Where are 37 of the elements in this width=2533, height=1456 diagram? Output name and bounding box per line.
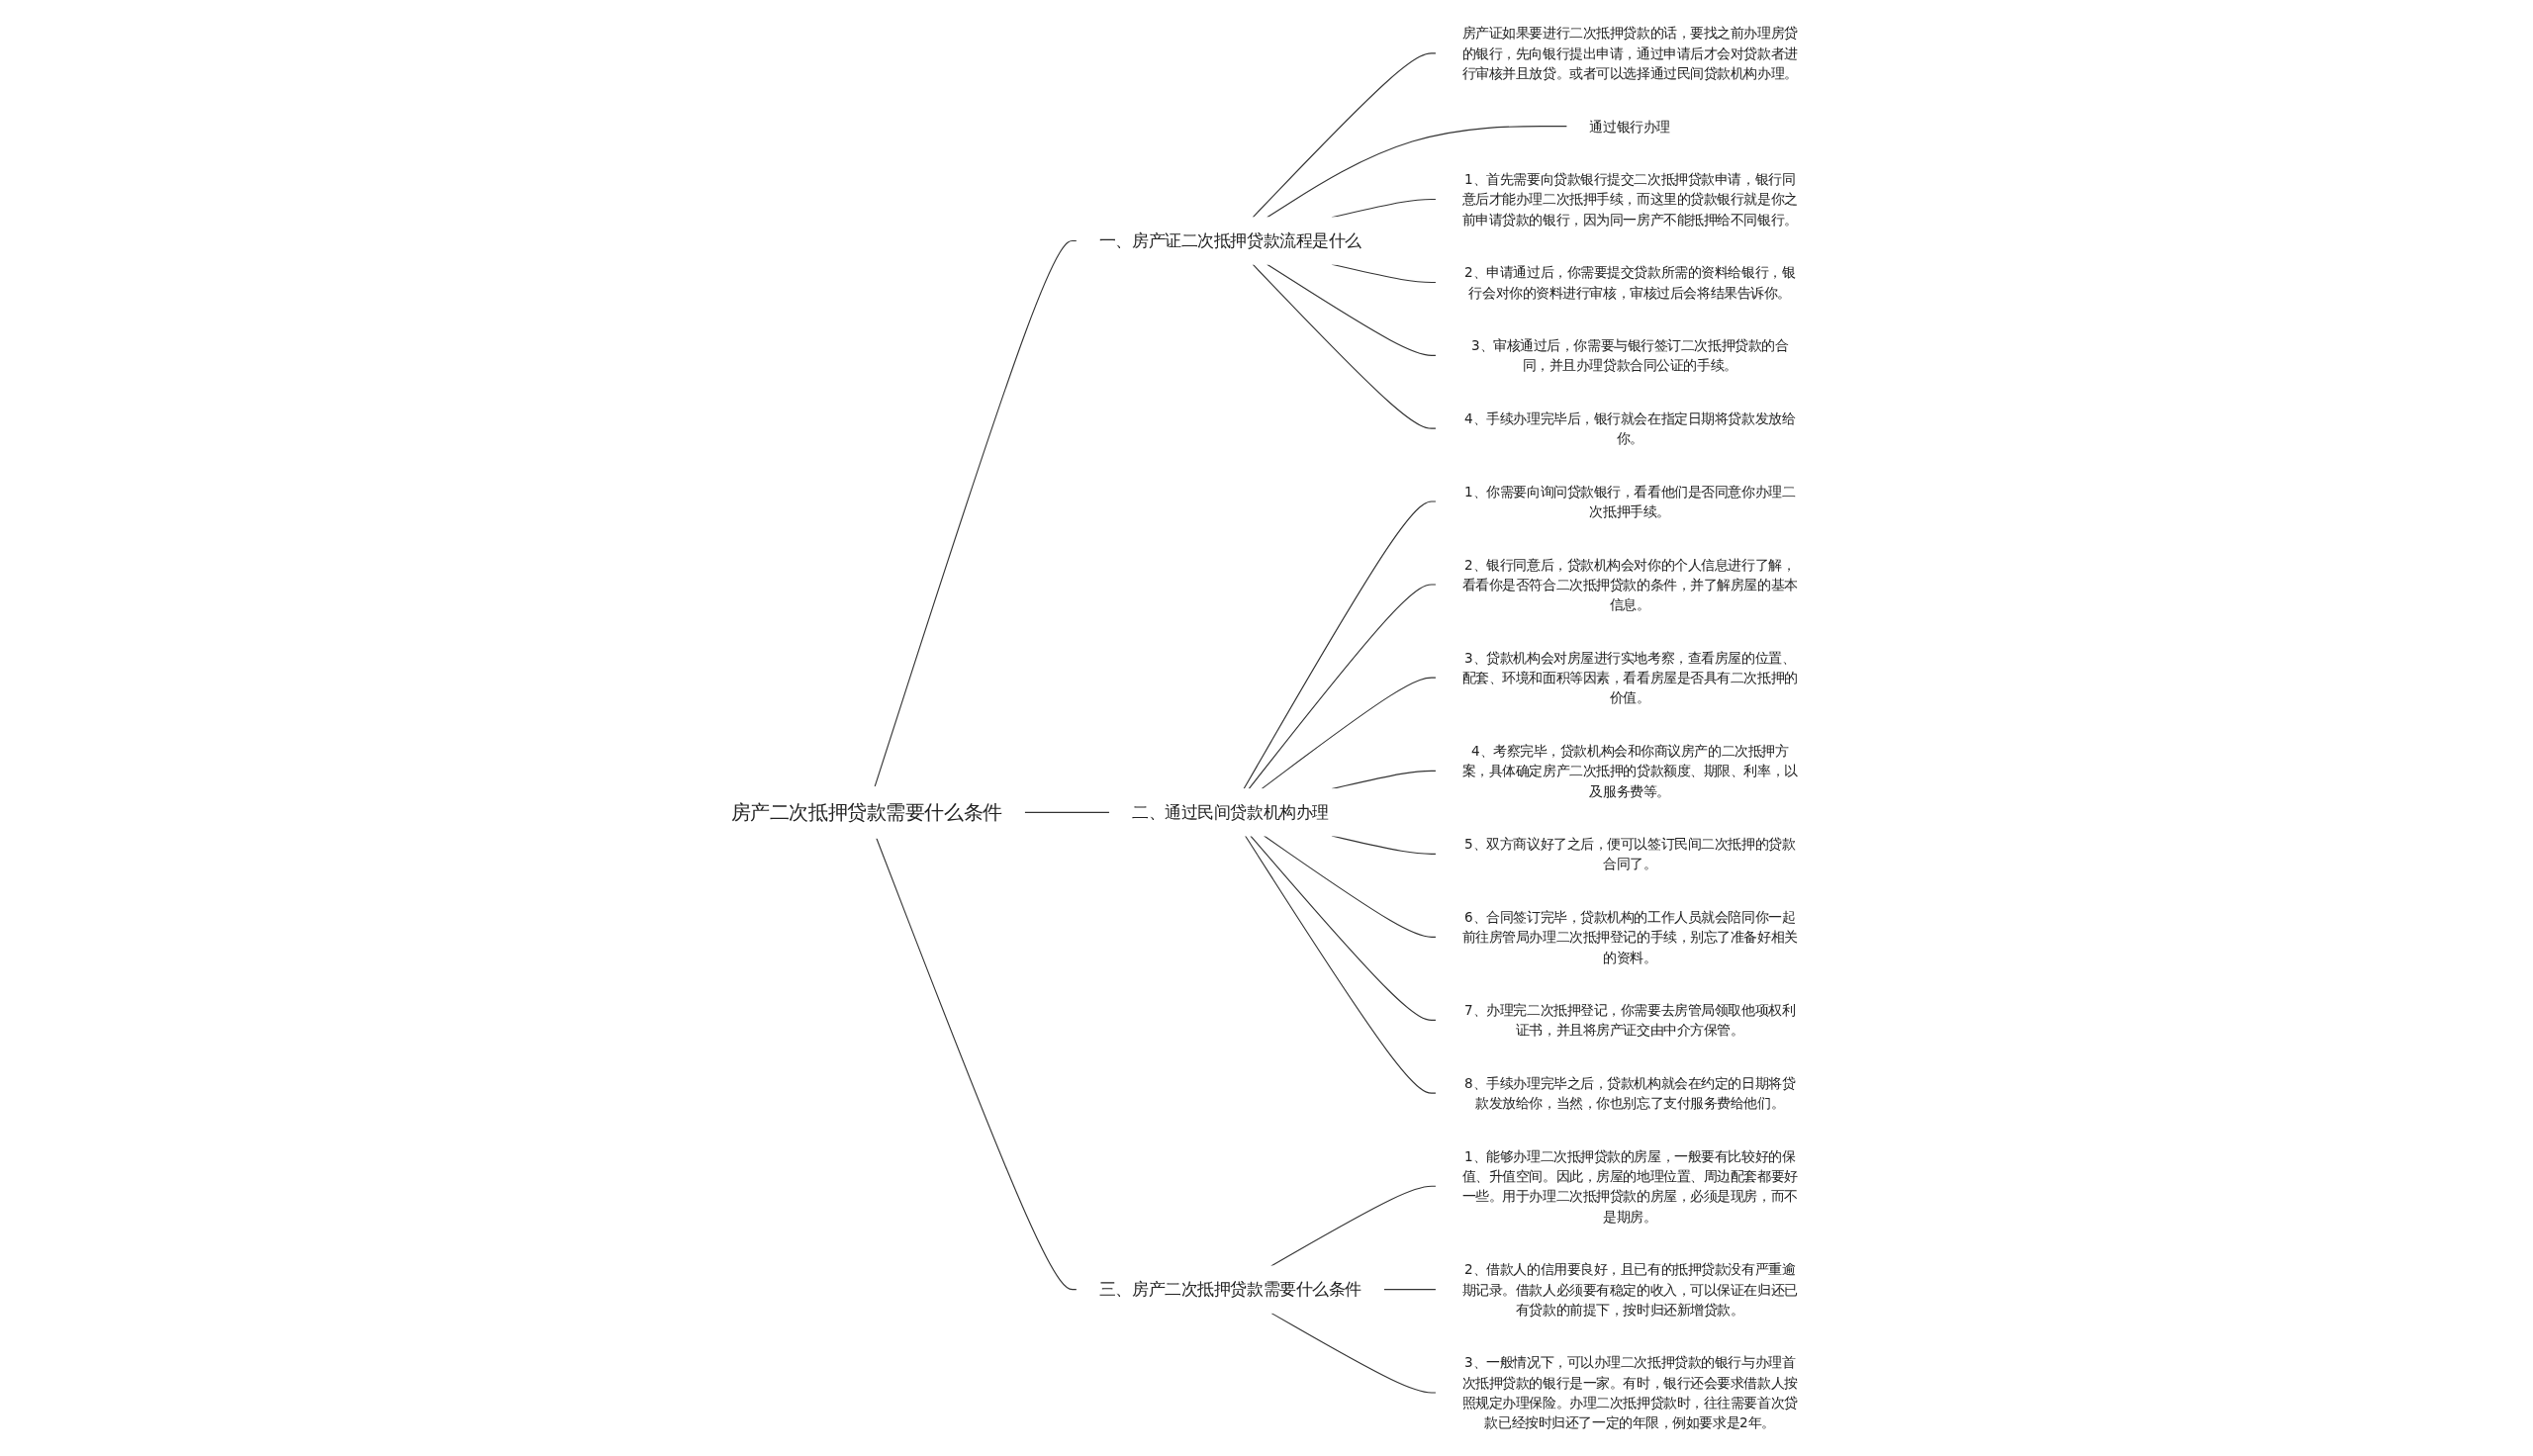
node-text: 7、办理完二次抵押登记，你需要去房管局领取他项权利证书，并且将房产证交由中介方保管。 — [1464, 1002, 1796, 1039]
node-text: 房产二次抵押贷款需要什么条件 — [731, 800, 1003, 824]
connector — [1264, 835, 1438, 938]
node-text: 4、考察完毕，贷款机构会和你商议房产的二次抵押方案，具体确定房产二次抵押的贷款额度、期限、利率，以及服务费等。 — [1462, 743, 1799, 799]
node-text: 4、手续办理完毕后，银行就会在指定日期将贷款发放给你。 — [1464, 410, 1796, 447]
connector — [1383, 1289, 1438, 1291]
node-text: 5、双方商议好了之后，便可以签订民间二次抵押的贷款合同了。 — [1464, 836, 1796, 872]
node-text: 1、能够办理二次抵押贷款的房屋，一般要有比较好的保值、升值空间。因此，房屋的地理位置、周边配套都要好一些。用于办理二次抵押贷款的房屋，必须是现房，而不是期房。 — [1462, 1147, 1799, 1225]
connector — [875, 239, 1079, 787]
node-text: 三、房产二次抵押贷款需要什么条件 — [1099, 1280, 1362, 1300]
node-text: 1、首先需要向贷款银行提交二次抵押贷款申请，银行同意后才能办理二次抵押手续，而这里的贷款银行就是你之前申请贷款的银行，因为同一房产不能抵押给不同银行。 — [1462, 171, 1799, 228]
connector — [1270, 1312, 1438, 1394]
connector — [1266, 263, 1438, 356]
node-text: 3、贷款机构会对房屋进行实地考察，查看房屋的位置、配套、环境和面积等因素，看看房屋是否具有二次抵押的价值。 — [1462, 649, 1799, 706]
node-text: 二、通过民间贷款机构办理 — [1132, 802, 1330, 822]
node-text: 通过银行办理 — [1589, 118, 1671, 135]
connector — [1270, 1185, 1438, 1267]
connector — [1024, 811, 1111, 813]
connector — [876, 837, 1079, 1291]
connector — [1261, 677, 1438, 790]
node-text: 房产证如果要进行二次抵押贷款的话，要找之前办理房贷的银行，先向银行提出申请，通过申请后才会对贷款者进行审核并且放贷。或者可以选择通过民间贷款机构办理。 — [1462, 25, 1799, 82]
connector — [1266, 126, 1568, 219]
node-text: 3、一般情况下，可以办理二次抵押贷款的银行与办理首次抵押贷款的银行是一家。有时，银行还会要求借款人按照规定办理保险。办理二次抵押贷款时，往往需要首次贷款已经按时归还了一定的年限，例如要求是2年。 — [1462, 1354, 1799, 1431]
node-text: 3、审核通过后，你需要与银行签订二次抵押贷款的合同，并且办理贷款合同公证的手续。 — [1471, 337, 1789, 374]
node-text: 一、房产证二次抵押贷款流程是什么 — [1099, 231, 1362, 250]
connector — [1245, 835, 1438, 1094]
node-text: 8、手续办理完毕之后，贷款机构就会在约定的日期将贷款发放给你，当然，你也别忘了支付服务费给他们。 — [1464, 1075, 1796, 1112]
connector — [1244, 500, 1438, 790]
node-text: 6、合同签订完毕，贷款机构的工作人员就会陪同你一起前往房管局办理二次抵押登记的手续，别忘了准备好相关的资料。 — [1462, 909, 1799, 965]
connector — [1253, 263, 1438, 429]
connector — [1248, 584, 1438, 790]
node-text: 2、申请通过后，你需要提交贷款所需的资料给银行，银行会对你的资料进行审核，审核过后会将结果告诉你。 — [1464, 264, 1796, 301]
connector — [1250, 835, 1438, 1021]
node-text: 2、借款人的信用要良好，且已有的抵押贷款没有严重逾期记录。借款人必须要有稳定的收入，可以保证在归还已有贷款的前提下，按时归还新增贷款。 — [1462, 1261, 1799, 1318]
node-text: 1、你需要向询问贷款银行，看看他们是否同意你办理二次抵押手续。 — [1464, 483, 1796, 520]
node-text: 2、银行同意后，贷款机构会对你的个人信息进行了解，看看你是否符合二次抵押贷款的条件，并了解房屋的基本信息。 — [1462, 556, 1799, 613]
connector — [1253, 52, 1438, 219]
